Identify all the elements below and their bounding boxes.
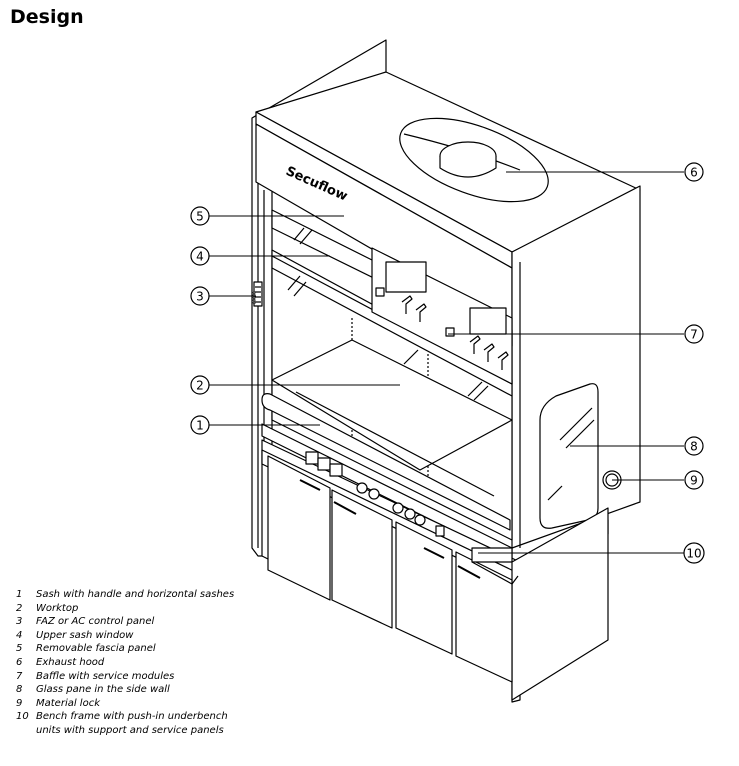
callout-3: 3 bbox=[190, 286, 210, 306]
callout-10: 10 bbox=[683, 542, 705, 564]
svg-text:7: 7 bbox=[690, 328, 698, 342]
exhaust-hood bbox=[399, 117, 549, 203]
svg-text:6: 6 bbox=[690, 166, 698, 180]
callout-8: 8 bbox=[684, 436, 704, 456]
sash-interior bbox=[271, 247, 513, 541]
fascia-panel: Secuflow bbox=[255, 123, 513, 331]
callout-1: 1 bbox=[190, 415, 210, 435]
svg-text:2: 2 bbox=[196, 379, 204, 393]
svg-text:8: 8 bbox=[690, 440, 698, 454]
right-side-wall bbox=[511, 185, 641, 549]
svg-text:9: 9 bbox=[690, 474, 698, 488]
svg-text:4: 4 bbox=[196, 250, 204, 264]
control-panel-3 bbox=[253, 281, 263, 307]
callout-4: 4 bbox=[190, 246, 210, 266]
bench-frame bbox=[261, 439, 609, 703]
callout-2: 2 bbox=[190, 375, 210, 395]
control-panel-marks: 00000 bbox=[252, 291, 257, 304]
svg-text:1: 1 bbox=[196, 419, 204, 433]
callout-7: 7 bbox=[684, 324, 704, 344]
svg-text:5: 5 bbox=[196, 210, 204, 224]
callout-leaders bbox=[209, 171, 684, 554]
page-title: Design bbox=[10, 6, 84, 28]
callout-9: 9 bbox=[684, 470, 704, 490]
svg-text:10: 10 bbox=[686, 547, 701, 561]
callout-6: 6 bbox=[684, 162, 704, 182]
callout-5: 5 bbox=[190, 206, 210, 226]
svg-text:3: 3 bbox=[196, 290, 204, 304]
